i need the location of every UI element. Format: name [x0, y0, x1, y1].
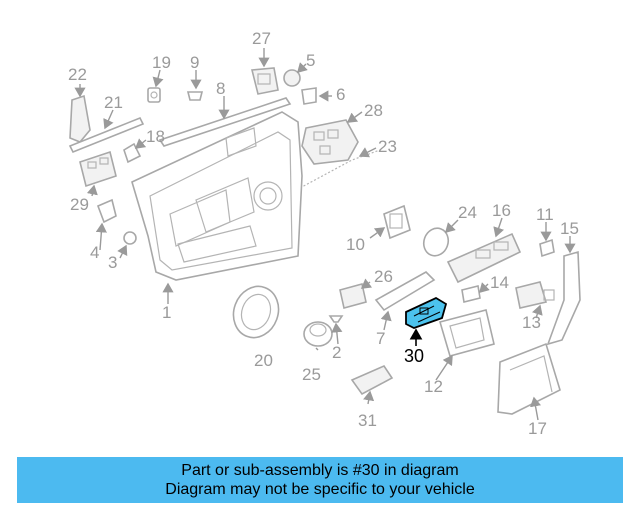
callout-12: 12	[424, 377, 443, 396]
part-22-corner-trim	[69, 84, 91, 143]
part-16-armrest	[446, 217, 522, 284]
part-11-strip	[539, 222, 555, 258]
part-15-trim	[546, 236, 581, 346]
callout-22: 22	[68, 65, 87, 84]
part-26-switch	[339, 278, 373, 309]
callout-3: 3	[108, 253, 117, 272]
part-31-handle	[350, 364, 394, 405]
parts-diagram: 22 21 19 9 27 5 6 8 18 28 23 29 4 3 1 10…	[68, 29, 581, 438]
callout-7: 7	[376, 329, 385, 348]
part-25-speaker	[303, 321, 333, 351]
callout-16: 16	[492, 201, 511, 220]
callout-24: 24	[458, 203, 477, 222]
part-3-clip	[117, 231, 137, 259]
part-4-bracket	[95, 198, 117, 251]
callout-4: 4	[90, 243, 99, 262]
callout-8: 8	[216, 79, 225, 98]
part-21-strip	[68, 109, 145, 154]
part-14-clip	[461, 282, 490, 303]
callout-2: 2	[332, 343, 341, 362]
banner-line-2: Diagram may not be specific to your vehi…	[165, 481, 475, 498]
callout-27: 27	[252, 29, 271, 48]
part-1-door-panel	[131, 111, 303, 304]
part-10-bracket	[369, 204, 411, 240]
callout-21: 21	[104, 93, 123, 112]
part-30-highlighted[interactable]	[405, 296, 448, 346]
part-13-switch	[515, 281, 555, 319]
part-20-speaker	[232, 285, 280, 339]
part-18-clip	[123, 138, 147, 164]
callout-19: 19	[152, 53, 171, 72]
part-12-bracket	[435, 309, 495, 381]
callout-14: 14	[490, 273, 509, 292]
part-2-screw	[328, 315, 344, 345]
callout-1: 1	[162, 303, 171, 322]
callout-31: 31	[358, 411, 377, 430]
part-23-cable	[299, 147, 381, 189]
callout-15: 15	[560, 219, 579, 238]
callout-26: 26	[374, 267, 393, 286]
part-6-clip	[301, 87, 332, 105]
callout-6: 6	[336, 85, 345, 104]
part-9-clip	[186, 70, 204, 101]
part-28-window-switch	[301, 111, 363, 165]
part-8-armrest-strip	[158, 96, 292, 147]
part-19-clip	[147, 69, 164, 103]
callout-10: 10	[346, 235, 365, 254]
callout-13: 13	[522, 313, 541, 332]
callout-25: 25	[302, 365, 321, 384]
callout-17: 17	[528, 419, 547, 438]
part-17-panel	[497, 342, 561, 421]
callout-23: 23	[378, 137, 397, 156]
callout-20: 20	[254, 351, 273, 370]
part-7-handle-trim	[374, 271, 436, 331]
part-29-switch-panel	[79, 150, 117, 197]
callout-30[interactable]: 30	[404, 346, 424, 366]
callout-11: 11	[536, 205, 554, 224]
callout-18: 18	[146, 127, 165, 146]
part-24-cover	[422, 219, 459, 257]
banner-line-1: Part or sub-assembly is #30 in diagram	[181, 462, 459, 479]
callout-29: 29	[70, 195, 89, 214]
callout-5: 5	[306, 51, 315, 70]
part-5-mirror-control	[283, 62, 308, 87]
part-27-switch	[250, 48, 279, 95]
callout-9: 9	[190, 53, 199, 72]
info-banner: Part or sub-assembly is #30 in diagram D…	[17, 457, 623, 503]
callout-28: 28	[364, 101, 383, 120]
